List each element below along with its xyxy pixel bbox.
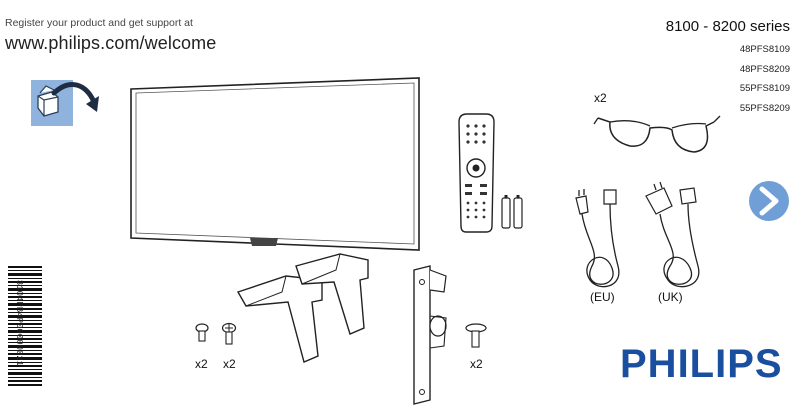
power-cable-uk-illustration bbox=[645, 181, 700, 288]
stand-feet-illustration bbox=[236, 253, 369, 363]
next-button[interactable] bbox=[749, 181, 789, 221]
screws-qty-2: x2 bbox=[223, 357, 236, 371]
glasses-illustration bbox=[593, 115, 721, 153]
model-item: 55PFS8109 bbox=[739, 83, 790, 94]
tv-illustration bbox=[130, 77, 420, 251]
chevron-right-icon bbox=[759, 186, 779, 216]
register-text: Register your product and get support at bbox=[5, 17, 193, 29]
brand-logo: PHILIPS bbox=[620, 342, 783, 386]
series-title: 8100 - 8200 series bbox=[665, 18, 790, 35]
remote-illustration bbox=[458, 113, 495, 233]
model-list: 48PFS8109 48PFS8209 55PFS8109 55PFS8209 bbox=[710, 40, 790, 118]
barcode bbox=[8, 266, 42, 386]
power-cable-eu-illustration bbox=[575, 189, 620, 288]
open-box-icon bbox=[31, 80, 99, 126]
cable-uk-label: (UK) bbox=[658, 290, 683, 304]
bracket-screw-qty: x2 bbox=[470, 357, 483, 371]
screws-illustration bbox=[195, 322, 237, 345]
wall-bracket-illustration bbox=[413, 265, 487, 405]
model-item: 48PFS8109 bbox=[739, 44, 790, 55]
screws-qty-1: x2 bbox=[195, 357, 208, 371]
model-item: 48PFS8209 bbox=[739, 63, 790, 75]
batteries-illustration bbox=[501, 195, 523, 229]
cable-eu-label: (EU) bbox=[590, 290, 615, 304]
support-url[interactable]: www.philips.com/welcome bbox=[5, 33, 217, 53]
model-item: 55PFS8209 bbox=[739, 102, 790, 114]
glasses-qty: x2 bbox=[594, 91, 607, 105]
barcode-number: 3104PB4P00000021 bbox=[14, 279, 24, 367]
